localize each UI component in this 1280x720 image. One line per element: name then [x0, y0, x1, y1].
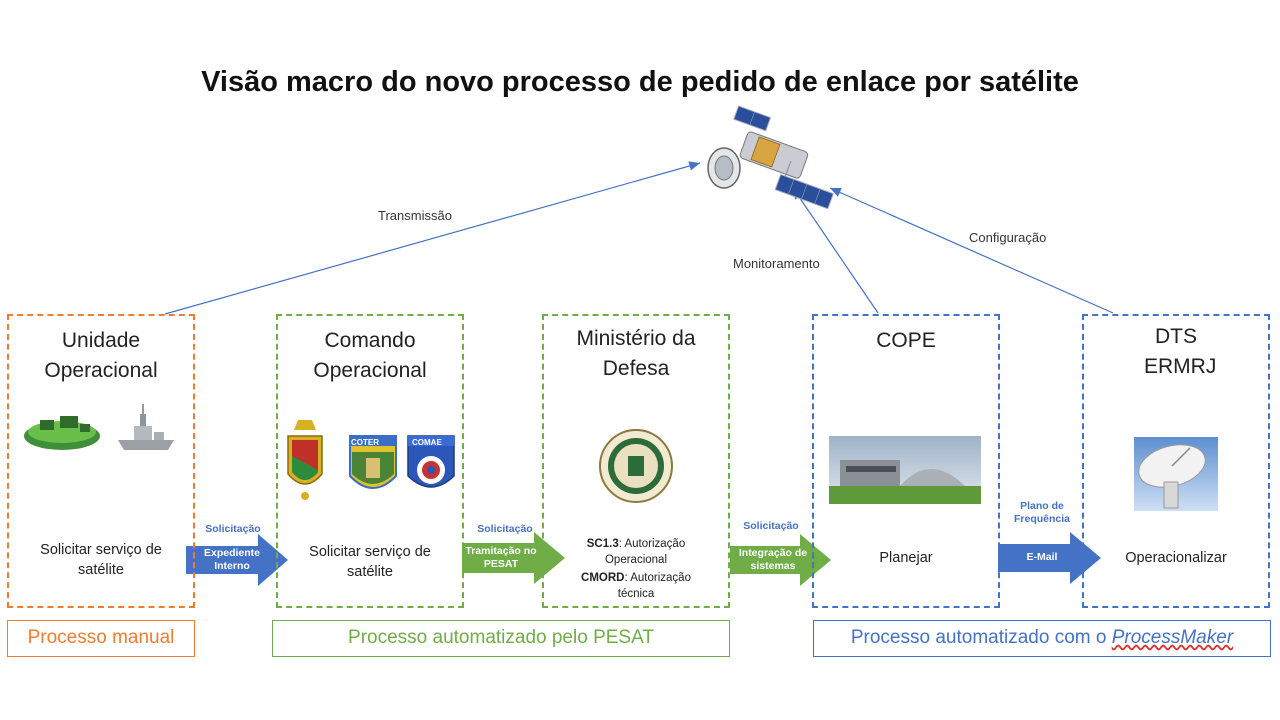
arrow-label: Solicitação — [477, 523, 533, 535]
box-title: Unidade Operacional — [44, 329, 158, 382]
arrow-text: E-Mail — [1026, 551, 1058, 563]
processo-manual-bar: Processo manual — [7, 620, 195, 657]
box-title: Ministério da Defesa — [576, 327, 696, 380]
box-text: Planejar — [879, 550, 933, 566]
processo-processmaker-bar: Processo automatizado com o ProcessMaker — [813, 620, 1271, 657]
box-text: Solicitar serviço de satélite — [309, 544, 431, 580]
cmord-label: CMORD — [581, 572, 625, 584]
coter-label: COTER — [351, 438, 379, 447]
arrow-expediente-shape — [186, 534, 288, 586]
box-text: Solicitar serviço de satélite — [40, 542, 162, 578]
arrow-text: Tramitação no PESAT — [465, 545, 537, 570]
arrow-email-shape — [998, 532, 1101, 584]
coter-emblem-image — [349, 435, 397, 489]
sc13-desc: : Autorização Operacional — [604, 538, 686, 566]
dts-ermrj-box: DTS ERMRJ Operacionalizar — [1082, 314, 1270, 608]
cmord-text: CMORD: Autorização técnica — [544, 570, 728, 602]
configuracao-label: Configuração — [969, 230, 1047, 245]
arrow-text: Integração de sistemas — [738, 547, 808, 572]
box-text: Operacionalizar — [1125, 550, 1227, 566]
monitoramento-line — [792, 187, 879, 314]
satellite-dish-image — [1134, 437, 1218, 511]
box-title: Comando Operacional — [313, 329, 427, 382]
unidade-operacional-box: Unidade Operacional Solicitar serviço de… — [7, 314, 195, 608]
processo-pesat-bar: Processo automatizado pelo PESAT — [272, 620, 730, 657]
satellite-icon — [707, 105, 834, 210]
arrow-label: Solicitação — [205, 523, 261, 535]
arrow-pesat-shape — [462, 532, 565, 584]
sc13-text: SC1.3: Autorização Operacional — [544, 536, 728, 568]
cope-box: COPE Planejar — [812, 314, 1000, 608]
cmord-desc: : Autorização técnica — [617, 572, 691, 600]
army-emblem-image — [287, 420, 323, 500]
transmissao-line — [164, 161, 701, 315]
warship-image — [118, 404, 174, 450]
comando-operacional-box: Comando Operacional COTER COMAE Solicita… — [276, 314, 464, 608]
comae-label: COMAE — [412, 438, 442, 447]
arrow-label: Solicitação — [743, 520, 799, 532]
arrow-integracao-shape — [730, 534, 831, 586]
cope-building-image — [829, 436, 981, 504]
page-title: Visão macro do novo processo de pedido d… — [201, 66, 1079, 98]
box-title: DTS ERMRJ — [1144, 325, 1217, 378]
processmaker-name: ProcessMaker — [1111, 627, 1234, 648]
military-camp-image — [24, 416, 100, 450]
arrow-text: Expediente Interno — [203, 547, 261, 572]
configuracao-line — [829, 187, 1114, 314]
comae-emblem-image — [407, 435, 455, 488]
ministerio-seal-image — [599, 429, 673, 503]
monitoramento-label: Monitoramento — [733, 256, 820, 271]
box-title: COPE — [876, 329, 936, 352]
arrow-label: Plano de Frequência — [1013, 500, 1071, 525]
ministerio-defesa-box: Ministério da Defesa SC1.3: Autorização … — [542, 314, 730, 608]
sc13-label: SC1.3 — [586, 538, 619, 550]
transmissao-label: Transmissão — [378, 208, 452, 223]
processmaker-prefix: Processo automatizado com o — [850, 627, 1112, 648]
